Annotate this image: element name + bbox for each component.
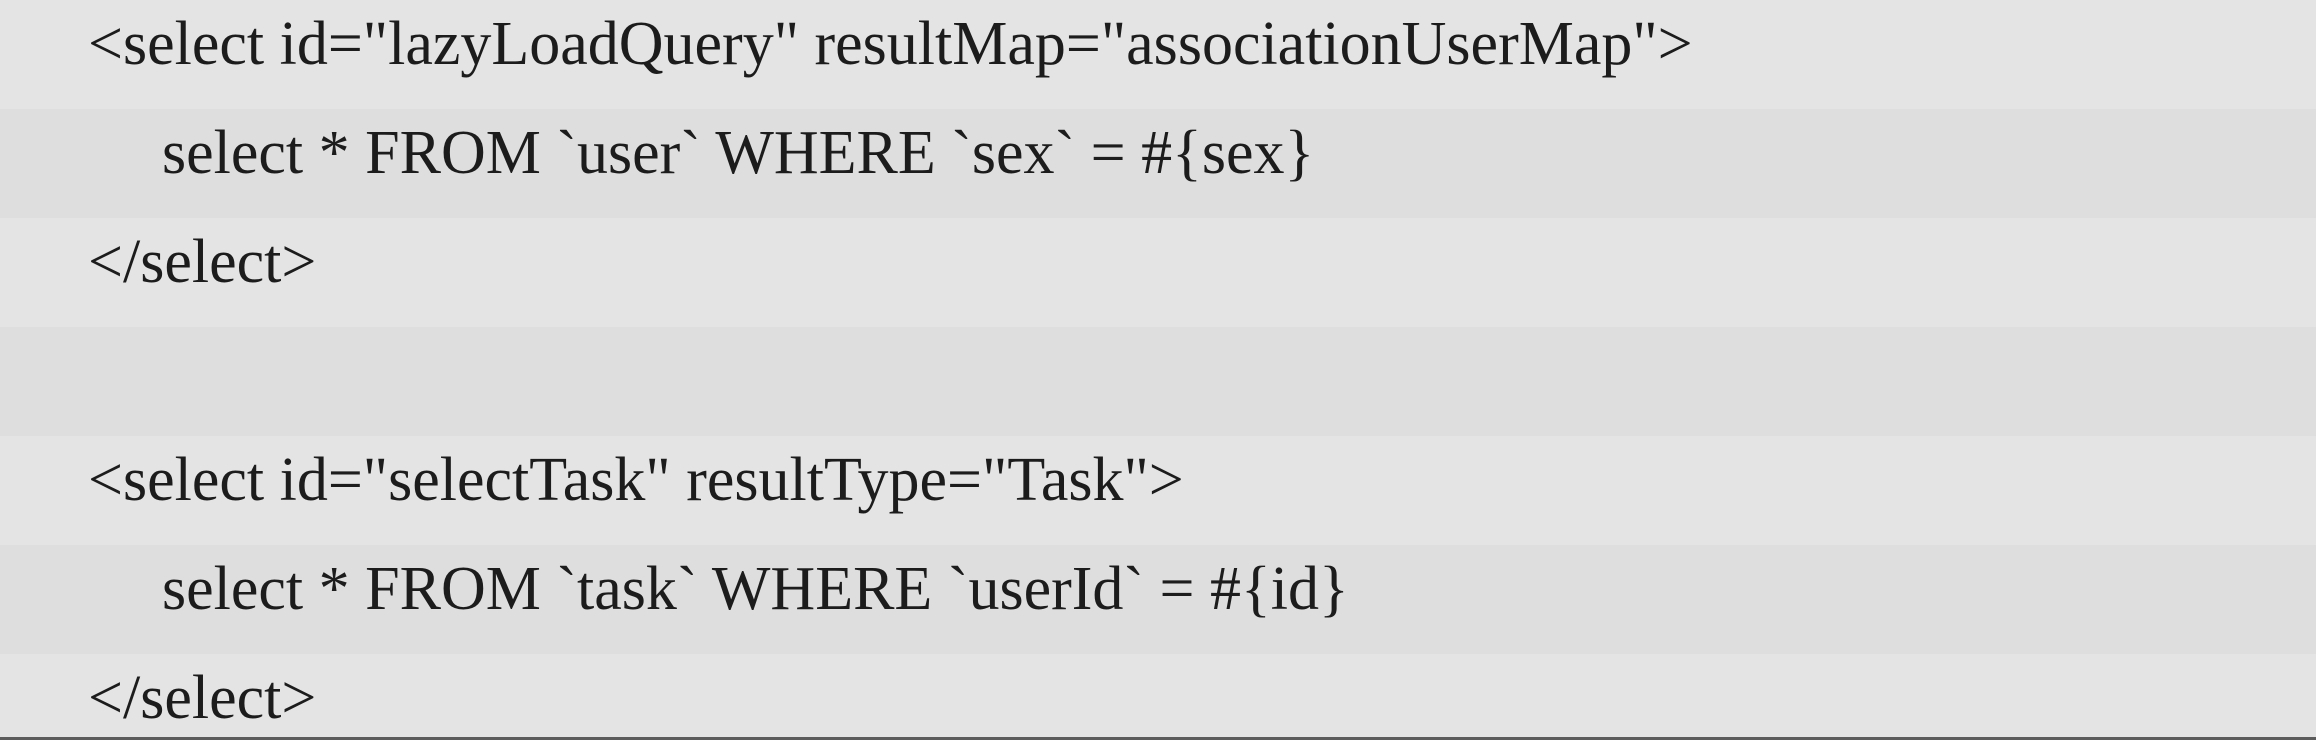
code-line: select * FROM `task` WHERE `userId` = #{…	[0, 545, 2316, 654]
code-line: select * FROM `user` WHERE `sex` = #{sex…	[0, 109, 2316, 218]
code-line-empty	[0, 327, 2316, 436]
code-line: <select id="selectTask" resultType="Task…	[0, 436, 2316, 545]
code-line: </select>	[0, 218, 2316, 327]
code-line: </select>	[0, 654, 2316, 737]
code-line: <select id="lazyLoadQuery" resultMap="as…	[0, 0, 2316, 109]
